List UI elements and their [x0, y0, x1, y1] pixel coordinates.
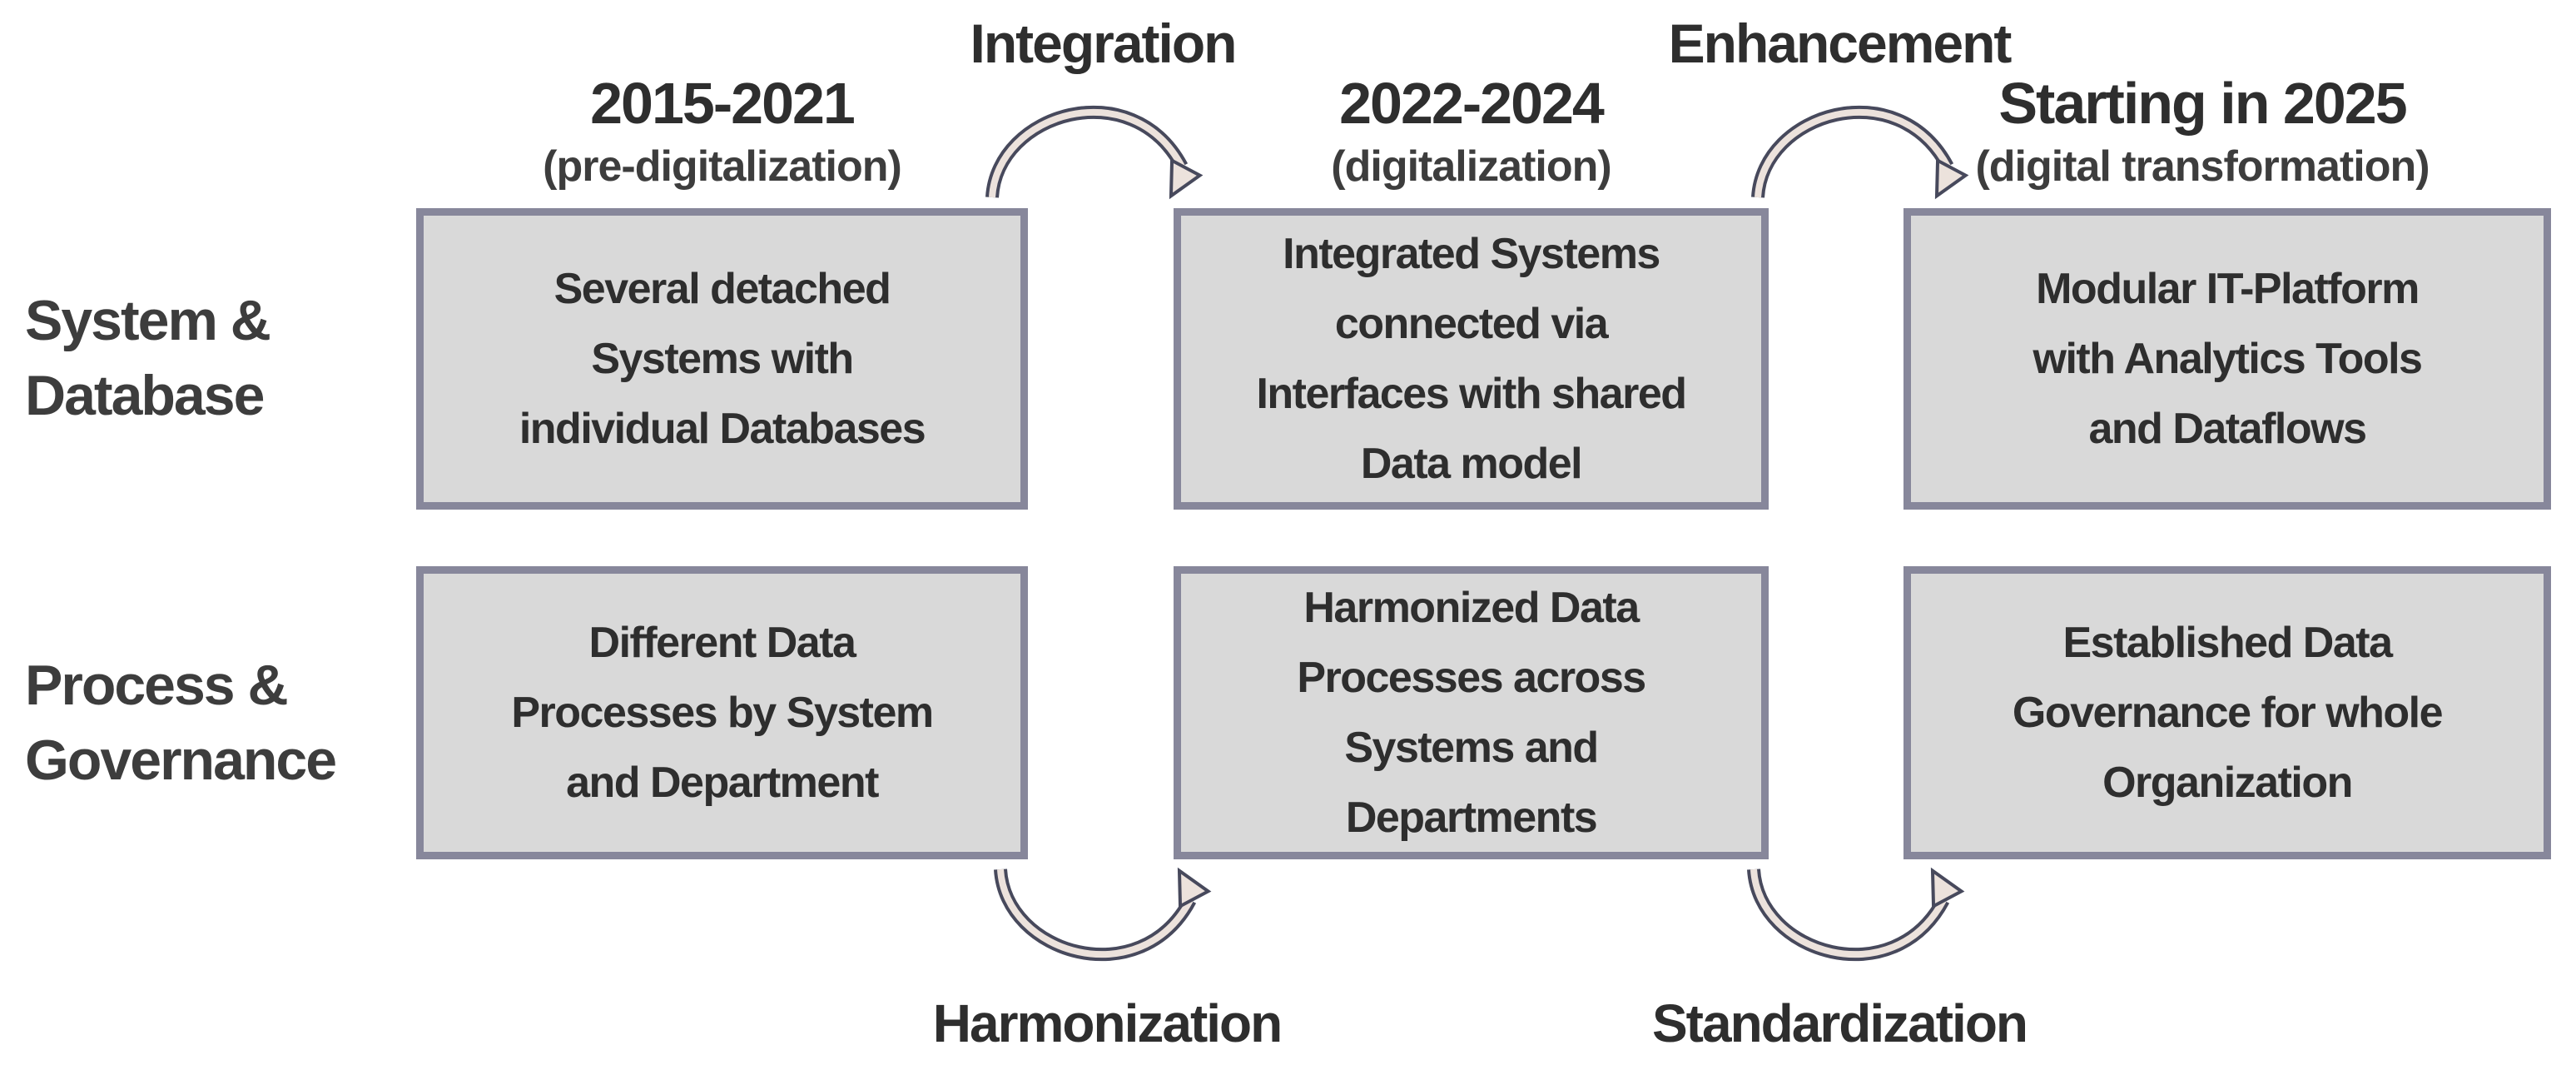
transition-label-enhancement: Enhancement: [1668, 12, 2013, 74]
enhancement-curved-arrow-icon: [1751, 105, 1969, 200]
transition-label-integration: Integration: [970, 12, 1238, 74]
period-header-2022-2024: 2022-2024: [1339, 71, 1605, 136]
transition-label-harmonization: Harmonization: [932, 993, 1283, 1053]
harmonization-curved-arrow-icon: [994, 867, 1212, 962]
standardization-curved-arrow-icon: [1747, 867, 1965, 962]
row-label-system-database: System &Database: [25, 289, 271, 427]
transition-label-standardization: Standardization: [1651, 993, 2028, 1053]
phase-label-digitalization: (digitalization): [1331, 142, 1611, 191]
period-header-2015-2021: 2015-2021: [590, 71, 856, 136]
row-label-process-governance: Process &Governance: [25, 654, 337, 792]
period-header-starting-2025: Starting in 2025: [1998, 71, 2407, 136]
integration-curved-arrow-icon: [985, 105, 1204, 200]
phase-label-digital-transformation: (digital transformation): [1975, 142, 2430, 191]
phase-label-pre-digitalization: (pre-digitalization): [543, 142, 902, 191]
